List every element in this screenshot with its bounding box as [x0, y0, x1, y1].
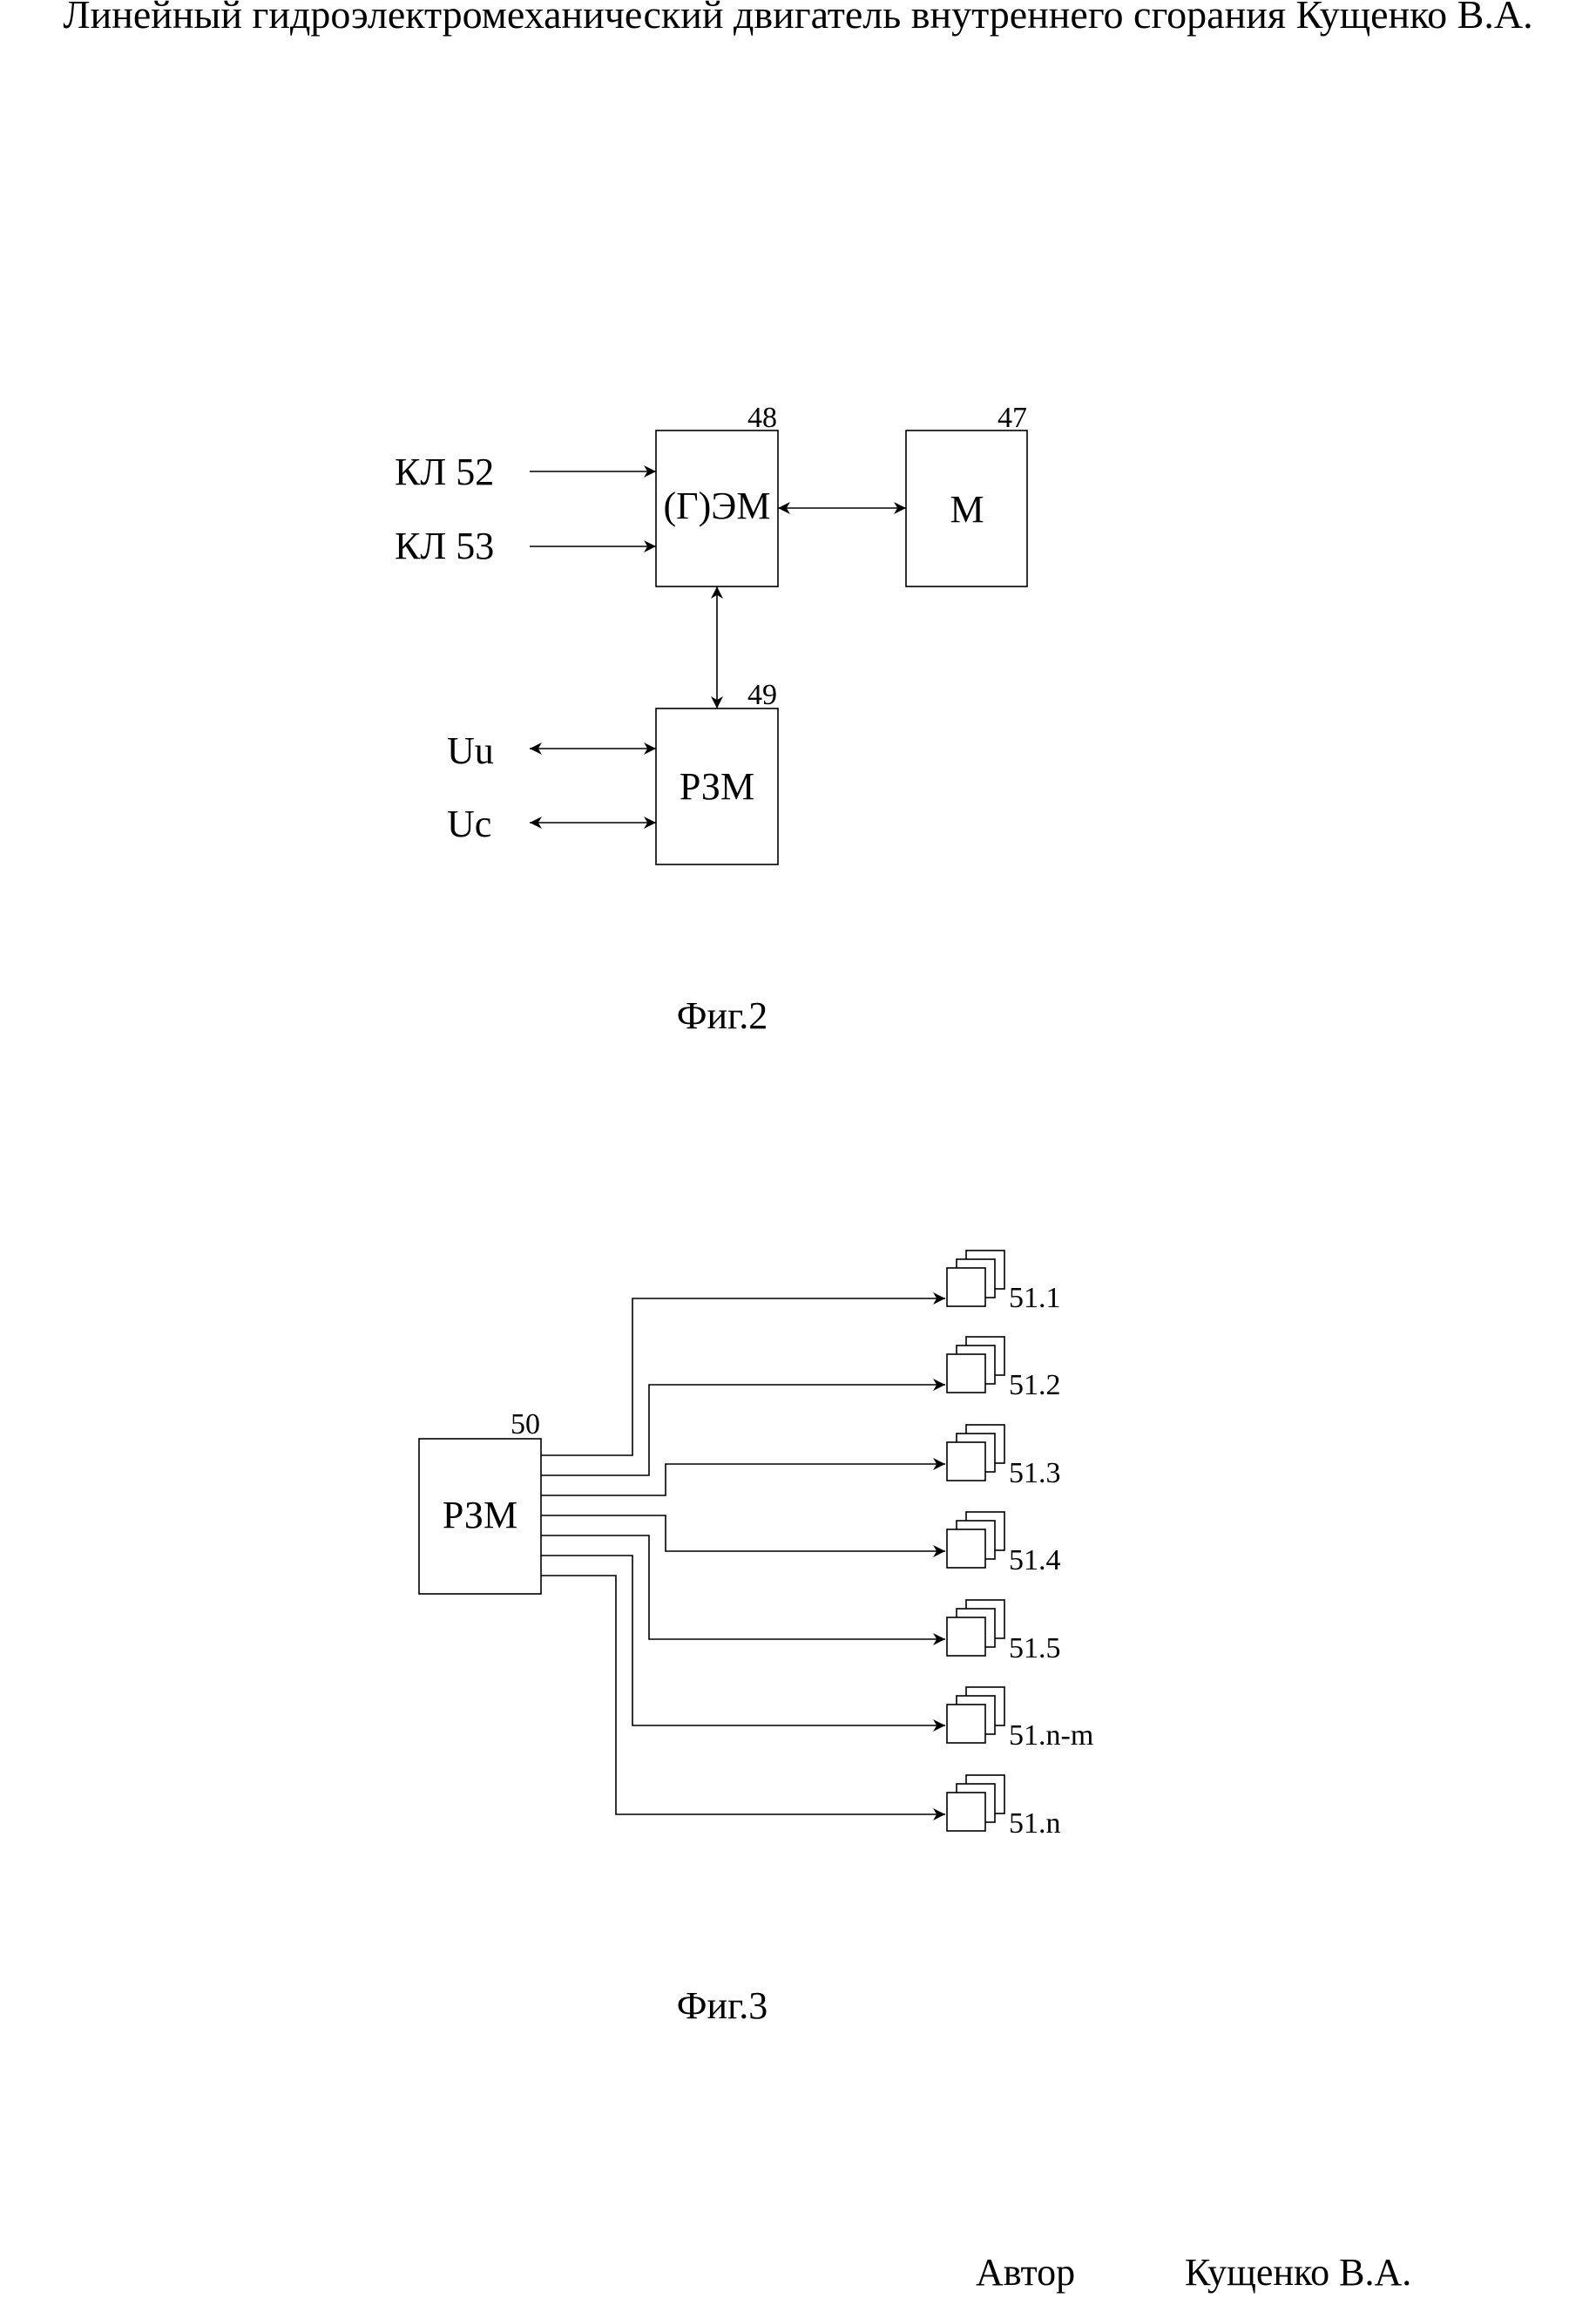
output-label-51-1: 51.1: [1009, 1282, 1061, 1314]
figure-3: РЗМ 50: [418, 1250, 1093, 2027]
output-stack-51-n-m: [946, 1686, 1005, 1744]
author-label: Автор: [976, 2251, 1075, 2294]
signal-label-uu: Uu: [447, 729, 494, 772]
figure-2-caption: Фиг.2: [677, 994, 768, 1037]
output-stack-51-2: [946, 1336, 1005, 1393]
connector-51-3: [541, 1458, 945, 1496]
output-label-51-3: 51.3: [1009, 1457, 1061, 1489]
output-label-51-n: 51.n: [1009, 1807, 1061, 1840]
signal-label-uc: Uc: [447, 803, 491, 845]
input-label-kl53: КЛ 53: [395, 525, 494, 567]
block-m-label: М: [950, 488, 984, 531]
output-label-51-2: 51.2: [1009, 1369, 1061, 1401]
connector-51-n: [541, 1575, 945, 1820]
output-label-51-4: 51.4: [1009, 1544, 1061, 1576]
block-rzm-50: [418, 1438, 542, 1595]
input-label-kl52: КЛ 52: [395, 451, 494, 493]
author-name: Кущенко В.А.: [1185, 2251, 1411, 2294]
output-label-51-n-m: 51.n-m: [1009, 1719, 1093, 1752]
block-rzm-50-label: РЗМ: [443, 1494, 517, 1536]
connector-51-1: [541, 1292, 945, 1456]
connector-51-4: [541, 1515, 945, 1557]
output-stack-51-1: [946, 1250, 1005, 1307]
block-m-number: 47: [998, 402, 1027, 434]
figure-2: (Г)ЭМ 48 М 47 РЗМ 49 КЛ 52 КЛ 53 Uu Uc Ф…: [395, 402, 1028, 1037]
output-stack-51-3: [946, 1424, 1005, 1481]
block-gem: [655, 430, 779, 587]
output-stack-51-n: [946, 1774, 1005, 1832]
block-rzm-49-label: РЗМ: [680, 765, 754, 808]
connector-51-2: [541, 1379, 945, 1476]
block-gem-number: 48: [747, 402, 777, 434]
connector-lines: [541, 1292, 945, 1820]
block-m: [905, 430, 1028, 587]
page-title: Линейный гидроэлектромеханический двигат…: [63, 0, 1532, 37]
connector-51-n-m: [541, 1555, 945, 1732]
block-rzm-49-number: 49: [747, 679, 777, 711]
output-stack-51-4: [946, 1511, 1005, 1569]
output-label-51-5: 51.5: [1009, 1632, 1061, 1664]
block-gem-label: (Г)ЭМ: [664, 485, 771, 527]
connector-51-5: [541, 1535, 945, 1645]
output-stack-51-5: [946, 1599, 1005, 1657]
figure-3-caption: Фиг.3: [677, 1984, 768, 2027]
block-rzm-50-number: 50: [511, 1408, 540, 1440]
